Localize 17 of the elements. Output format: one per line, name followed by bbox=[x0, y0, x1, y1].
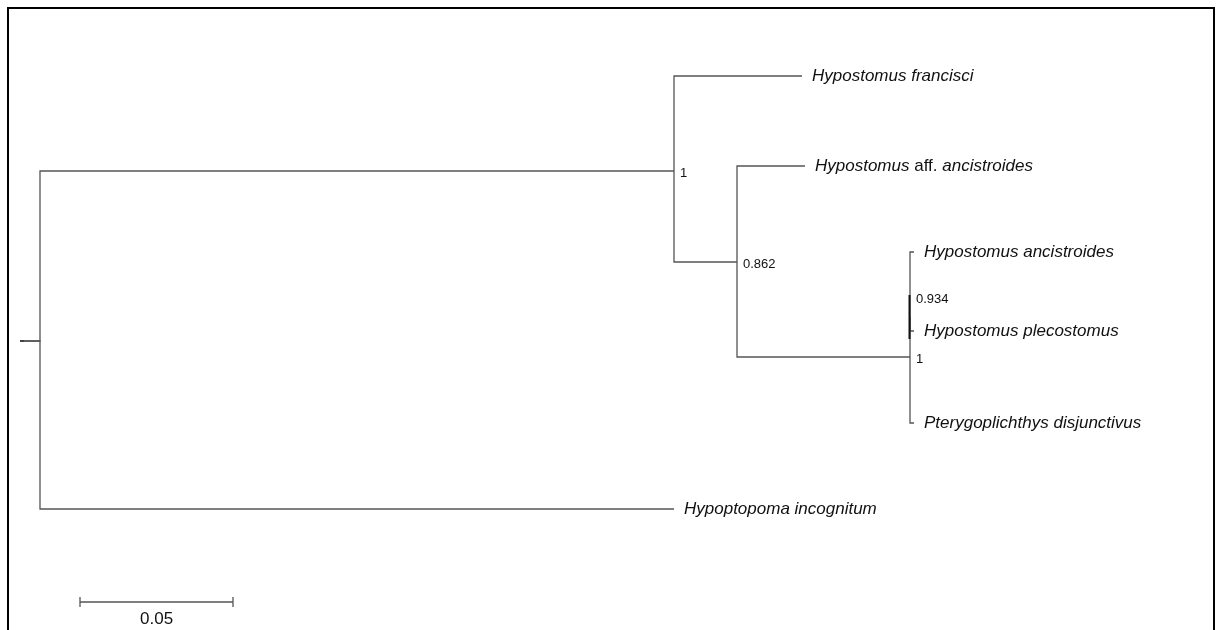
tree-branch bbox=[736, 261, 911, 358]
tree-branch bbox=[673, 170, 738, 263]
tree-branch bbox=[673, 75, 803, 172]
tree-branch bbox=[736, 165, 806, 263]
scale-value: 0.05 bbox=[140, 609, 174, 629]
taxon-name: Hypostomus ancistroides bbox=[914, 242, 1114, 262]
support-value: 0.862 bbox=[743, 256, 776, 271]
taxon-name: Hypoptopoma incognitum bbox=[674, 499, 877, 519]
taxon-name: Hypostomus francisci bbox=[802, 66, 974, 86]
tree-branch bbox=[909, 356, 915, 424]
support-value: 1 bbox=[916, 351, 924, 366]
taxon-name: Hypostomus plecostomus bbox=[914, 321, 1119, 341]
support-value: 0.934 bbox=[916, 291, 949, 306]
taxon-name: Hypostomus aff. ancistroides bbox=[805, 156, 1033, 176]
support-value: 1 bbox=[680, 165, 688, 180]
taxon-name: Pterygoplichthys disjunctivus bbox=[914, 413, 1142, 433]
tree-branch bbox=[23, 340, 675, 510]
